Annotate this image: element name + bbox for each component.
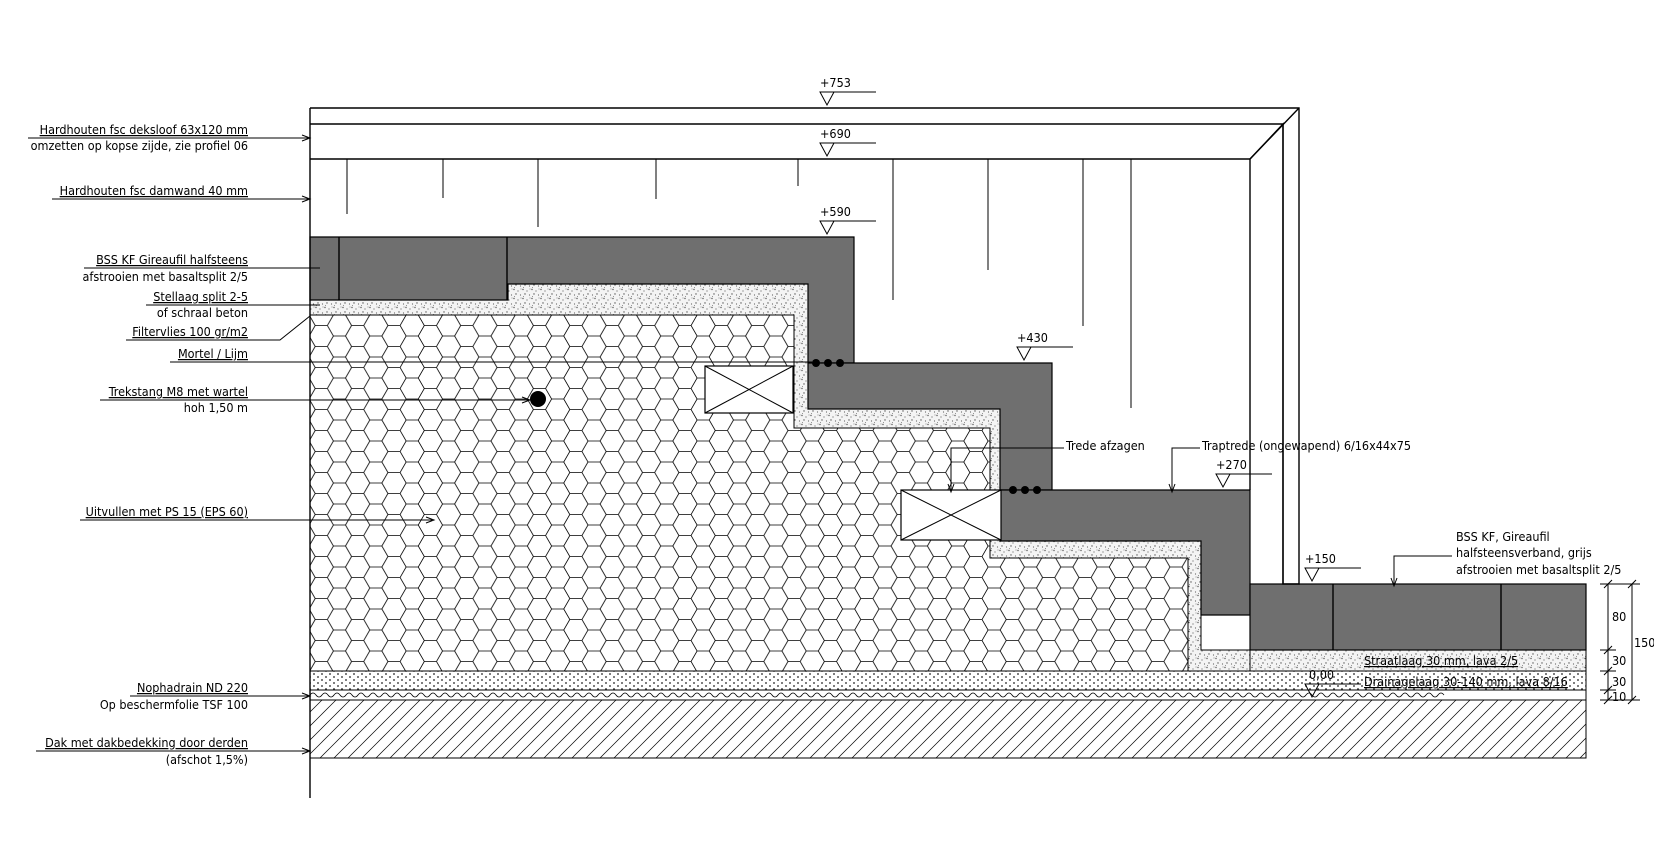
label-damwand: Hardhouten fsc damwand 40 mm xyxy=(52,183,312,203)
level-590: +590 xyxy=(819,204,876,236)
dim-80: 80 xyxy=(1612,609,1626,624)
label-bss-kf-line1: BSS KF, Gireaufil xyxy=(1456,529,1550,544)
label-bss-kf-line3: afstrooien met basaltsplit 2/5 xyxy=(1456,562,1621,577)
label-deksloof-line1: Hardhouten fsc deksloof 63x120 mm xyxy=(40,122,248,137)
label-drainagelaag-text: Drainagelaag 30-140 mm, lava 8/16 xyxy=(1364,674,1568,689)
dimension-chain: 80 150 30 30 10 xyxy=(1600,579,1654,705)
level-150-text: +150 xyxy=(1305,551,1336,566)
dim-30b: 30 xyxy=(1612,674,1626,689)
level-753-text: +753 xyxy=(820,75,851,90)
label-deksloof: Hardhouten fsc deksloof 63x120 mm omzett… xyxy=(28,122,312,153)
step-upper xyxy=(309,236,855,364)
label-drainagelaag: Drainagelaag 30-140 mm, lava 8/16 xyxy=(1364,674,1568,689)
label-trede-afzagen: Trede afzagen xyxy=(947,438,1145,494)
roof-structure xyxy=(309,699,1587,759)
label-dak-line2: (afschot 1,5%) xyxy=(166,752,248,767)
level-430: +430 xyxy=(1016,330,1073,362)
label-nophadrain-line2: Op beschermfolie TSF 100 xyxy=(100,697,248,712)
label-stellaag-line2: of schraal beton xyxy=(157,305,248,320)
mortar-dots-upper xyxy=(812,359,844,367)
label-filtervlies: Filtervlies 100 gr/m2 xyxy=(126,315,311,341)
cut-block-lower xyxy=(900,489,1002,541)
label-bss-kf-line2: halfsteensverband, grijs xyxy=(1456,545,1592,560)
label-uitvullen: Uitvullen met PS 15 (EPS 60) xyxy=(80,504,436,524)
label-bss-kf: BSS KF, Gireaufil halfsteensverband, gri… xyxy=(1390,529,1621,588)
level-590-text: +590 xyxy=(820,204,851,219)
label-filtervlies-text: Filtervlies 100 gr/m2 xyxy=(132,324,248,339)
label-bss: BSS KF Gireaufil halfsteens afstrooien m… xyxy=(83,252,320,284)
label-stellaag-line1: Stellaag split 2-5 xyxy=(153,289,248,304)
label-damwand-text: Hardhouten fsc damwand 40 mm xyxy=(60,183,248,198)
label-bss-line2: afstrooien met basaltsplit 2/5 xyxy=(83,269,248,284)
nophadrain-wave xyxy=(309,692,1445,698)
label-mortel: Mortel / Lijm xyxy=(170,346,812,363)
level-430-text: +430 xyxy=(1017,330,1048,345)
label-dak-line1: Dak met dakbedekking door derden xyxy=(45,735,248,750)
paving-bss-kf xyxy=(1249,583,1587,651)
label-nophadrain: Nophadrain ND 220 Op beschermfolie TSF 1… xyxy=(100,680,312,712)
eps-fill-block xyxy=(309,314,1189,672)
level-000-text: 0,00 xyxy=(1309,667,1334,682)
label-dak: Dak met dakbedekking door derden (afscho… xyxy=(36,735,312,767)
level-270-text: +270 xyxy=(1216,457,1247,472)
label-straatlaag-text: Straatlaag 30 mm, lava 2/5 xyxy=(1364,653,1518,668)
label-stellaag: Stellaag split 2-5 of schraal beton xyxy=(146,289,320,320)
label-traptrede-text: Traptrede (ongewapend) 6/16x44x75 xyxy=(1201,438,1411,453)
dim-30a: 30 xyxy=(1612,653,1626,668)
deksloof-miter xyxy=(1249,107,1300,160)
level-150: +150 xyxy=(1304,551,1361,583)
label-uitvullen-text: Uitvullen met PS 15 (EPS 60) xyxy=(86,504,248,519)
label-straatlaag: Straatlaag 30 mm, lava 2/5 xyxy=(1364,653,1518,668)
trekstang-anchor xyxy=(530,391,546,407)
damwand-planks xyxy=(346,159,1132,408)
level-690-text: +690 xyxy=(820,126,851,141)
level-690: +690 xyxy=(819,126,876,158)
label-trekstang-line1: Trekstang M8 met wartel xyxy=(108,384,248,399)
label-deksloof-line2: omzetten op kopse zijde, zie profiel 06 xyxy=(31,138,248,153)
label-trekstang-line2: hoh 1,50 m xyxy=(184,400,248,415)
dim-150: 150 xyxy=(1634,635,1654,650)
label-traptrede: Traptrede (ongewapend) 6/16x44x75 xyxy=(1168,438,1411,494)
label-trekstang: Trekstang M8 met wartel hoh 1,50 m xyxy=(100,384,532,415)
level-270: +270 xyxy=(1215,457,1272,489)
level-000: 0,00 xyxy=(1304,667,1361,699)
label-mortel-text: Mortel / Lijm xyxy=(178,346,248,361)
mortar-dots-lower xyxy=(1009,486,1041,494)
cut-block-upper xyxy=(704,365,794,414)
label-trede-afzagen-text: Trede afzagen xyxy=(1065,438,1145,453)
nophadrain-layer xyxy=(309,689,1587,701)
label-nophadrain-line1: Nophadrain ND 220 xyxy=(137,680,248,695)
label-bss-line1: BSS KF Gireaufil halfsteens xyxy=(96,252,248,267)
level-753: +753 xyxy=(819,75,876,107)
dim-10: 10 xyxy=(1612,689,1626,704)
